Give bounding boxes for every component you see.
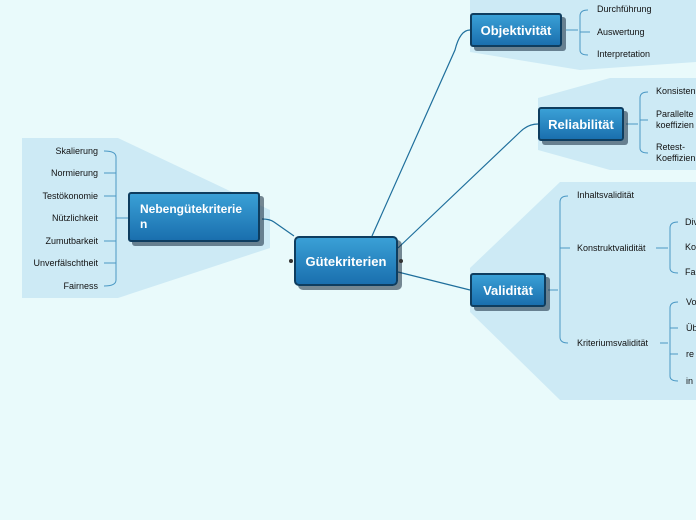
center-label: Gütekriterien [305,253,387,269]
reliabilitaet-node[interactable]: Reliabilität [538,107,624,141]
leaf-paralleltest-1[interactable]: Parallelte [656,109,694,119]
leaf-retest-1[interactable]: Retest- [656,142,686,152]
reliabilitaet-label: Reliabilität [548,116,614,132]
leaf-zumutbarkeit[interactable]: Zumutbarkeit [45,236,98,246]
neben-node[interactable]: Nebengütekriterie n [128,192,260,242]
objektivitaet-label: Objektivität [480,22,552,38]
neben-label-line2: n [140,217,148,231]
objektivitaet-node[interactable]: Objektivität [470,13,562,47]
center-node[interactable]: Gütekriterien [294,236,398,286]
leaf-kriteriumsvaliditaet[interactable]: Kriteriumsvalidität [577,338,649,348]
connector-neben [261,218,295,237]
leaf-konstrukt-sub-3[interactable]: Fa [685,267,696,277]
connector-validitaet [397,271,471,291]
leaf-fairness[interactable]: Fairness [63,281,98,291]
leaf-durchfuehrung[interactable]: Durchführung [597,4,652,14]
neben-label-line1: Nebengütekriterie [140,202,243,216]
connector-reliabilitaet [397,123,539,249]
leaf-nuetzlichkeit[interactable]: Nützlichkeit [51,213,98,223]
connector-objektivitaet [371,29,471,237]
validitaet-panel [470,182,696,400]
leaf-testoekonomie[interactable]: Testökonomie [42,191,98,201]
leaf-paralleltest-2[interactable]: koeffizien [656,120,694,130]
validitaet-node[interactable]: Validität [470,273,546,307]
leaf-kriterium-sub-2[interactable]: Üb [686,323,696,333]
leaf-unverfaelschtheit[interactable]: Unverfälschtheit [33,258,98,268]
leaf-konstrukt-sub-1[interactable]: Div [685,217,696,227]
leaf-kriterium-sub-1[interactable]: Vo [686,297,696,307]
leaf-konstrukt-sub-2[interactable]: Ko [685,242,696,252]
leaf-kriterium-sub-4[interactable]: in [686,376,694,386]
leaf-kriterium-sub-3[interactable]: re [686,349,695,359]
leaf-skalierung[interactable]: Skalierung [55,146,98,156]
center-left-dot [289,259,293,263]
leaf-normierung[interactable]: Normierung [50,168,98,178]
leaf-auswertung[interactable]: Auswertung [597,27,645,37]
leaf-konstruktvaliditaet[interactable]: Konstruktvalidität [577,243,646,253]
leaf-interpretation[interactable]: Interpretation [597,49,651,59]
validitaet-label: Validität [483,282,533,298]
leaf-retest-2[interactable]: Koeffizien [656,153,696,163]
leaf-inhaltsvaliditaet[interactable]: Inhaltsvalidität [577,190,635,200]
center-right-dot [399,259,403,263]
leaf-konsistenz[interactable]: Konsisten [656,86,696,96]
